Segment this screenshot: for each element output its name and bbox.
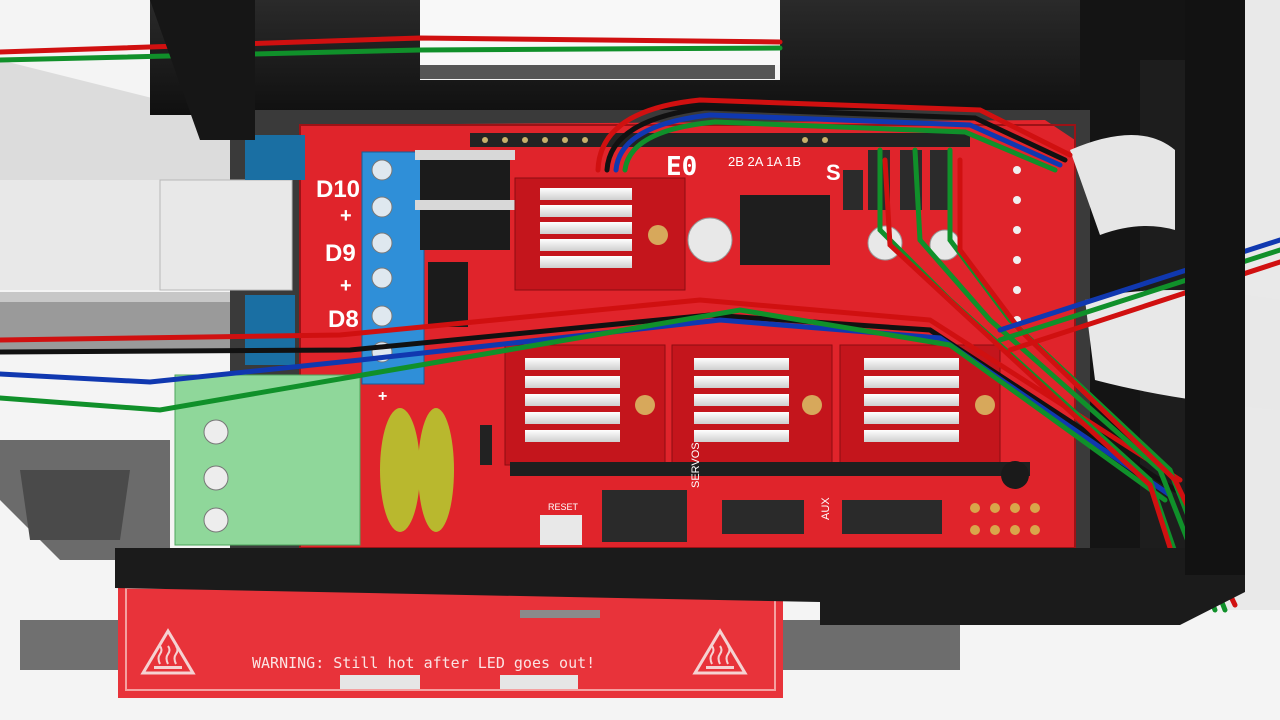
hot-surface-icon xyxy=(140,628,196,676)
heatbed xyxy=(118,580,783,698)
aux-label: AUX xyxy=(820,497,832,520)
servos-label: SERVOS xyxy=(690,442,702,488)
polarity-plus-label: + xyxy=(378,388,388,405)
heatbed-warning-text: WARNING: Still hot after LED goes out! xyxy=(252,654,596,672)
pin-label-d8: D8 xyxy=(328,306,359,333)
plus-label: + xyxy=(340,275,352,297)
plus-label: + xyxy=(340,205,352,227)
stepper-pin-labels: 2B 2A 1A 1B xyxy=(728,154,802,169)
heatsink-icon xyxy=(540,188,632,268)
pin-label-d9: D9 xyxy=(325,240,356,267)
reset-label: RESET xyxy=(548,502,579,512)
hot-surface-icon xyxy=(692,628,748,676)
s-label: S xyxy=(826,160,841,185)
extruder-label-e0: E0 xyxy=(666,152,698,182)
pin-label-d10: D10 xyxy=(316,176,361,203)
